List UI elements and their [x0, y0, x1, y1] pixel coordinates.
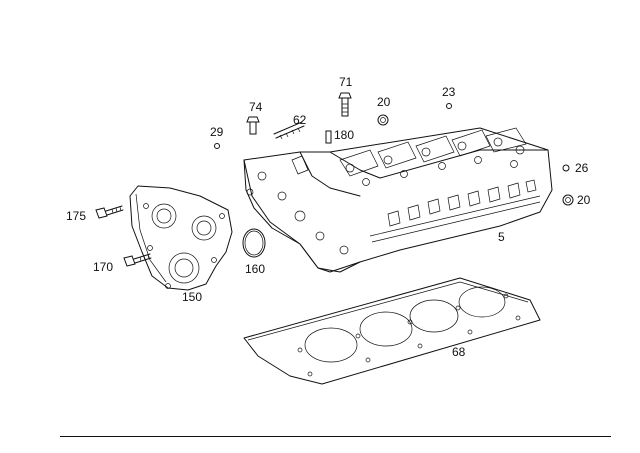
callout-71: 71: [339, 75, 353, 89]
callout-20-top: 20: [377, 95, 391, 109]
callout-20-right: 20: [577, 193, 591, 207]
callout-160: 160: [245, 262, 266, 276]
bolt-74: [246, 116, 260, 135]
callout-175: 175: [66, 209, 87, 223]
plug-26: [562, 164, 570, 172]
bolt-71: [338, 92, 352, 117]
plug-23: [446, 103, 452, 109]
callout-62: 62: [293, 113, 307, 127]
plug-29: [214, 143, 220, 149]
callout-68: 68: [452, 345, 466, 359]
bottom-divider: [60, 436, 611, 437]
timing-cover: [129, 185, 233, 291]
callout-29: 29: [210, 125, 224, 139]
callout-26: 26: [575, 161, 589, 175]
washer-20-right: [562, 194, 574, 206]
callout-150: 150: [182, 290, 203, 304]
callout-23: 23: [442, 85, 456, 99]
pin-180: [325, 130, 332, 144]
head-gasket: [243, 277, 541, 385]
bolt-175: [95, 205, 124, 219]
callout-74: 74: [249, 100, 263, 114]
callout-170: 170: [93, 260, 114, 274]
callout-180: 180: [334, 128, 355, 142]
cylinder-head: [243, 127, 553, 273]
bolt-170: [123, 253, 152, 267]
stud-62: [273, 121, 305, 140]
washer-20-top: [377, 114, 389, 126]
callout-5: 5: [498, 230, 505, 244]
o-ring: [242, 228, 266, 258]
